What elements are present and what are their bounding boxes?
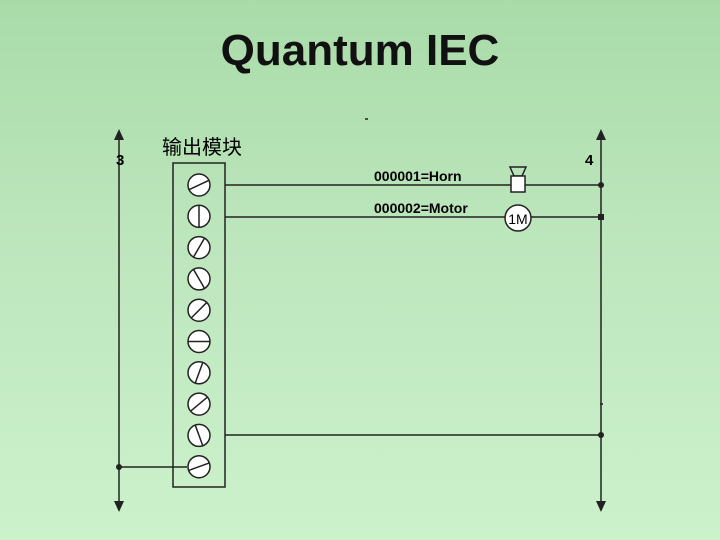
- module-label: 输出模块: [162, 135, 242, 159]
- motor-junction-dot: [598, 214, 604, 220]
- terminal-strip: [187, 173, 211, 479]
- screw-terminal-icon: [187, 235, 211, 260]
- left-rail-arrow-up: [114, 129, 124, 140]
- screw-terminal-icon: [187, 392, 211, 416]
- horn-output-label: 000001=Horn: [374, 168, 462, 184]
- screw-terminal-icon: [187, 173, 211, 197]
- screw-terminal-icon: [187, 361, 211, 385]
- horn-body-icon: [510, 175, 526, 193]
- screw-terminal-icon: [187, 267, 211, 291]
- return-junction-dot: [598, 432, 604, 438]
- screw-terminal-icon: [187, 329, 211, 354]
- rail-left-label: 3: [116, 152, 125, 169]
- screw-terminal-icon: [187, 298, 211, 322]
- motor-symbol-icon: [504, 204, 532, 232]
- screw-terminal-icon: [187, 454, 211, 479]
- screw-terminal-icon: [187, 204, 211, 229]
- right-rail-arrow-down: [596, 501, 606, 512]
- right-power-rail: [596, 129, 606, 512]
- horn-bell-icon: [508, 166, 528, 177]
- left-rail-arrow-down: [114, 501, 124, 512]
- common-junction-dot: [116, 464, 122, 470]
- rail-right-label: 4: [585, 152, 594, 169]
- motor-output-label: 000002=Motor: [374, 200, 468, 216]
- horn-circuit: [225, 166, 604, 193]
- left-power-rail: [114, 129, 124, 512]
- output-module-block: [172, 162, 226, 488]
- screw-terminal-icon: [187, 423, 211, 448]
- horn-junction-dot: [598, 182, 604, 188]
- motor-symbol-label: 1M: [508, 211, 528, 227]
- right-rail-arrow-up: [596, 129, 606, 140]
- motor-circuit: [225, 204, 604, 232]
- slide-title: Quantum IEC: [220, 26, 500, 75]
